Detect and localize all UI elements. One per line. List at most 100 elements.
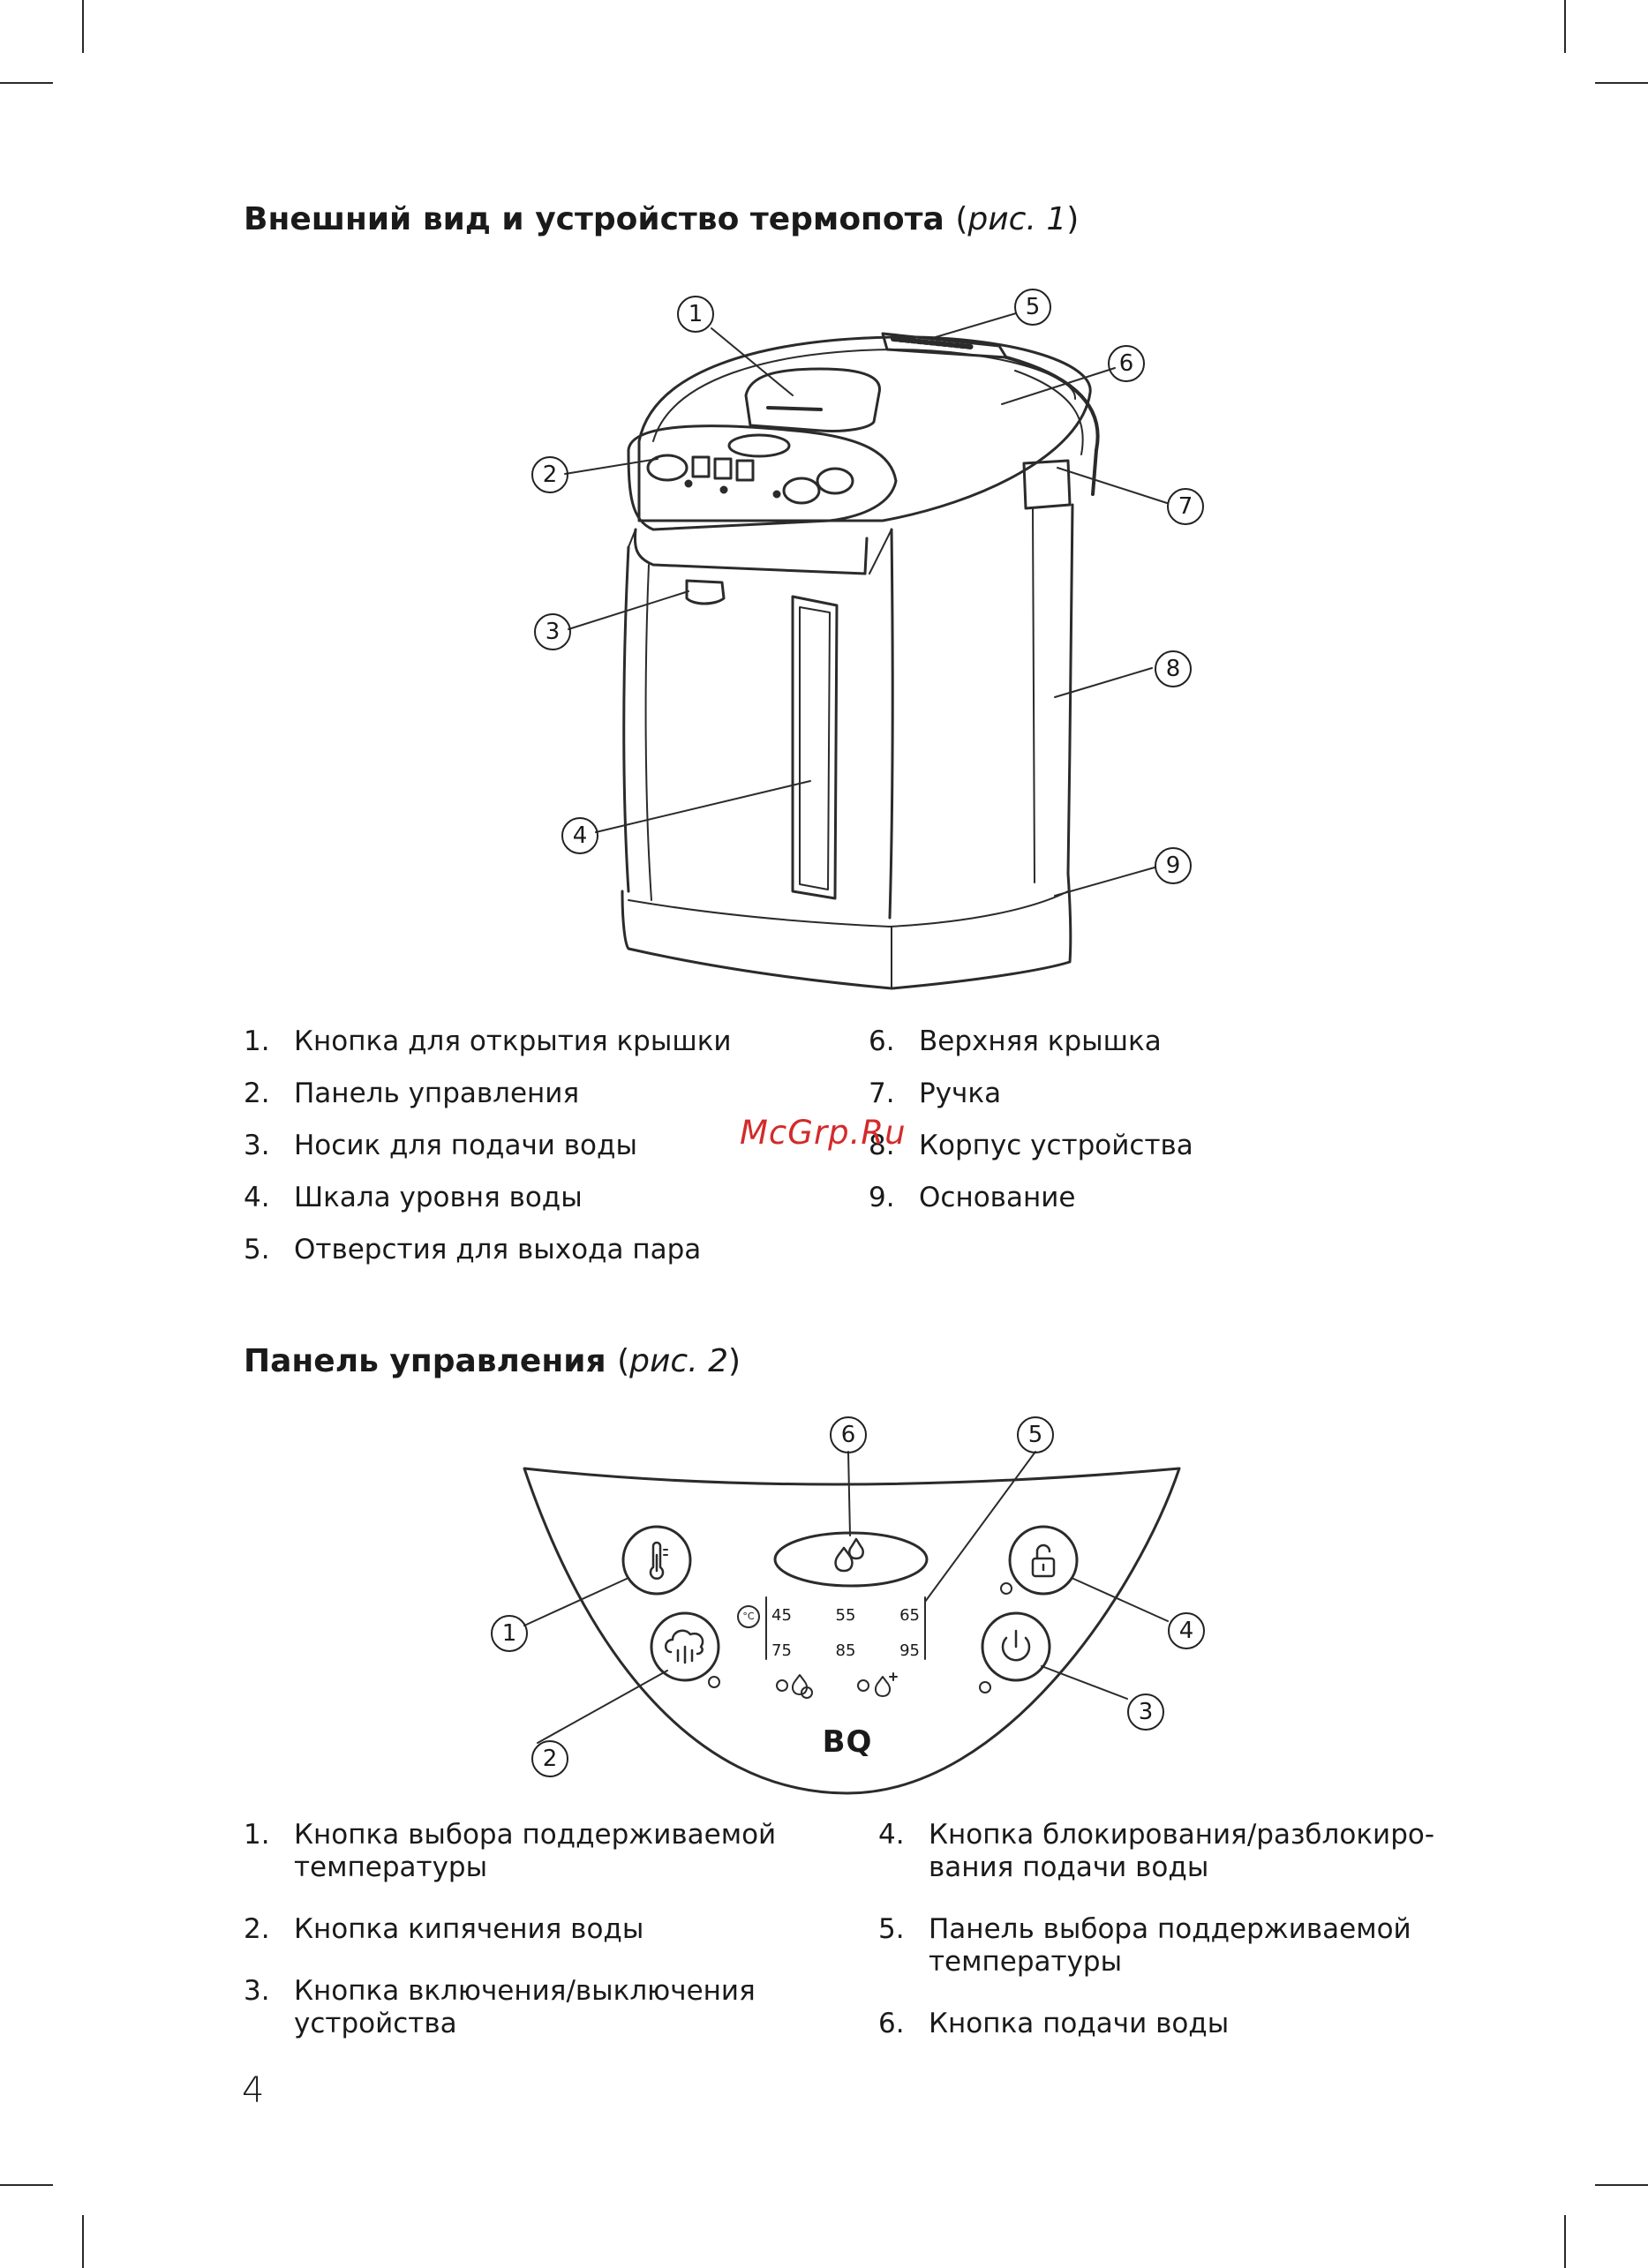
figure-1-legend-right: 6.Верхняя крышка 7.Ручка 8.Корпус устрой… xyxy=(869,1024,1193,1232)
panel-led-1 xyxy=(684,479,693,488)
figure-2-legend-right: 4.Кнопка блокирования/разблокиро-вания п… xyxy=(878,1819,1461,2069)
boil-button xyxy=(650,1611,720,1682)
callout-8: 8 xyxy=(1155,650,1192,687)
callout-5: 5 xyxy=(1017,1416,1054,1453)
temp-value: 85 xyxy=(835,1641,856,1660)
spout-housing-edge xyxy=(628,529,636,548)
handle-outline xyxy=(1005,356,1100,496)
celsius-icon xyxy=(737,1605,760,1628)
legend-item: 1.Кнопка для открытия крышки xyxy=(244,1025,732,1057)
legend-item: 9.Основание xyxy=(869,1182,1076,1213)
crop-mark-top-left-h xyxy=(0,82,53,84)
callout-2: 2 xyxy=(531,1740,568,1777)
temperature-select-button xyxy=(621,1525,692,1596)
handle-inner xyxy=(1014,370,1084,455)
base-seam xyxy=(628,890,1069,927)
legend-item: 5.Панель выбора поддерживаемой температу… xyxy=(878,1913,1411,1978)
temp-value: 75 xyxy=(771,1641,792,1660)
crop-mark-top-left-v xyxy=(82,0,84,53)
panel-button-a xyxy=(646,454,689,482)
section-1-title: Внешний вид и устройство термопота xyxy=(244,201,944,237)
legend-item: 6.Кнопка подачи воды xyxy=(878,2008,1230,2039)
mode-led-1 xyxy=(776,1679,788,1692)
handle-hinge xyxy=(1022,459,1072,510)
panel-display-2 xyxy=(713,457,733,480)
callout-3: 3 xyxy=(534,613,571,650)
lock-icon xyxy=(1031,1543,1056,1578)
callout-1: 1 xyxy=(491,1615,528,1652)
section-2-heading: Панель управления (рис. 2) xyxy=(244,1343,741,1379)
thermopot-drawing xyxy=(621,332,1100,990)
callout-5: 5 xyxy=(1014,289,1051,326)
crop-mark-bottom-right-h xyxy=(1595,2184,1648,2186)
control-panel-diagram xyxy=(477,1412,1209,1800)
panel-button-c xyxy=(816,467,854,495)
thermometer-icon xyxy=(649,1541,668,1580)
crop-mark-top-right-v xyxy=(1564,0,1566,53)
crop-mark-top-right-h xyxy=(1595,82,1648,84)
water-drops-icon xyxy=(834,1537,864,1573)
top-lid-outline xyxy=(637,335,1092,522)
water-drop-cycle-icon xyxy=(792,1674,813,1699)
boil-indicator-led xyxy=(708,1676,720,1688)
legend-item: 2.Кнопка кипячения воды xyxy=(244,1913,644,1945)
callout-1: 1 xyxy=(677,296,714,333)
crop-mark-bottom-left-h xyxy=(0,2184,53,2186)
panel-button-b xyxy=(782,477,821,505)
thermopot-diagram xyxy=(512,282,1209,1006)
water-drop-sparkle-icon xyxy=(875,1672,898,1697)
power-indicator-led xyxy=(979,1681,991,1693)
callout-3: 3 xyxy=(1127,1693,1164,1731)
legend-item: 7.Ручка xyxy=(869,1078,1002,1109)
temp-value: 45 xyxy=(771,1606,792,1625)
figure-1-leader-lines xyxy=(564,312,1168,897)
legend-item: 4.Кнопка блокирования/разблокиро-вания п… xyxy=(878,1819,1435,1883)
lock-indicator-led xyxy=(1000,1582,1012,1595)
figure-2-legend-left: 1.Кнопка выбора поддерживаемой температу… xyxy=(244,1819,782,2069)
lid-open-button-shape xyxy=(744,367,881,432)
lid-button-slot xyxy=(766,406,823,411)
callout-2: 2 xyxy=(531,456,568,493)
callout-9: 9 xyxy=(1155,847,1192,884)
callout-7: 7 xyxy=(1167,488,1204,525)
legend-item: 3.Носик для подачи воды xyxy=(244,1130,637,1161)
water-level-window-outer xyxy=(791,595,839,900)
lock-button xyxy=(1008,1525,1079,1596)
water-spout-shape xyxy=(685,579,726,605)
legend-item: 5.Отверстия для выхода пара xyxy=(244,1234,702,1265)
power-button xyxy=(981,1611,1051,1682)
figure-2-leader-lines xyxy=(523,1451,1169,1744)
legend-item: 6.Верхняя крышка xyxy=(869,1025,1162,1057)
section-2-title: Панель управления xyxy=(244,1343,606,1379)
brand-logo: BQ xyxy=(822,1724,873,1760)
body-shoulder xyxy=(869,529,892,575)
power-icon xyxy=(1001,1629,1031,1662)
water-level-window-inner xyxy=(799,606,831,890)
temperature-indicator-panel xyxy=(737,1596,926,1660)
base-outline xyxy=(621,872,1072,990)
figure-2-reference: (рис. 2) xyxy=(617,1343,741,1379)
body-left-edge xyxy=(622,545,630,893)
legend-item: 1.Кнопка выбора поддерживаемой температу… xyxy=(244,1819,777,1883)
boil-cloud-icon xyxy=(665,1629,704,1664)
spout-housing xyxy=(633,528,869,575)
body-front-edge xyxy=(888,528,894,920)
figure-1-reference: (рис. 1) xyxy=(955,201,1080,237)
temp-value: 95 xyxy=(899,1641,920,1660)
temp-value: 55 xyxy=(835,1606,856,1625)
steam-vent-holes xyxy=(891,336,974,349)
body-left-bevel xyxy=(644,564,652,901)
water-dispense-button xyxy=(773,1531,929,1588)
panel-display-3 xyxy=(735,459,755,482)
legend-item: 3.Кнопка включения/выключения устройства xyxy=(244,1975,756,2039)
callout-4: 4 xyxy=(1168,1612,1205,1649)
callout-4: 4 xyxy=(561,817,598,854)
panel-led-2 xyxy=(719,485,728,494)
temp-value: 65 xyxy=(899,1606,920,1625)
page-number: 4 xyxy=(242,2070,265,2111)
callout-6: 6 xyxy=(830,1416,867,1453)
temperature-row-1: 45 55 65 xyxy=(771,1606,920,1625)
body-right-bevel xyxy=(1032,507,1035,883)
crop-mark-bottom-right-v xyxy=(1564,2215,1566,2268)
body-right-edge xyxy=(1066,503,1074,875)
